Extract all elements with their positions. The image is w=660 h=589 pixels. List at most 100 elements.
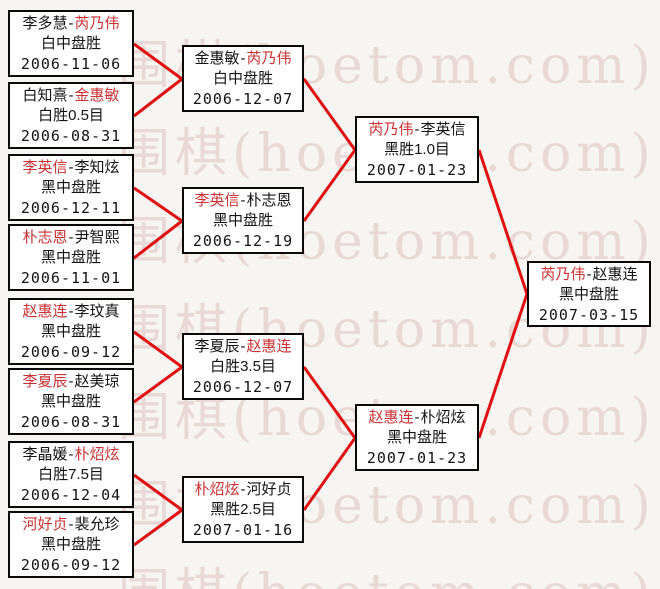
player-name: 李玟真	[74, 303, 120, 320]
match-result: 黑中盘胜	[40, 393, 101, 410]
match-date: 2006-08-31	[20, 413, 122, 431]
player-name: 金惠敏	[74, 87, 120, 104]
match-box: 赵惠连-朴炤炫 黑中盘胜 2007-01-23	[355, 404, 479, 471]
match-players: 李晶媛-朴炤炫	[10, 445, 132, 465]
player-name: 河好贞	[22, 516, 68, 533]
player-name: 朴炤炫	[420, 409, 466, 426]
name-separator: -	[68, 373, 74, 390]
match-players: 金惠敏-芮乃伟	[184, 49, 302, 69]
match-date: 2006-09-12	[20, 556, 122, 574]
player-name: 朴炤炫	[74, 446, 120, 463]
player-name: 赵惠连	[246, 338, 292, 355]
match-result: 黑中盘胜	[558, 286, 619, 303]
match-result: 黑中盘胜	[40, 536, 101, 553]
bracket-connector	[477, 149, 529, 295]
bracket-connector	[302, 149, 357, 222]
bracket-connector	[133, 473, 183, 512]
bracket-connector	[302, 366, 357, 439]
bracket-connector	[133, 42, 183, 81]
player-name: 朴志恩	[22, 229, 68, 246]
name-separator: -	[240, 192, 246, 209]
player-name: 朴炤炫	[194, 481, 240, 498]
match-players: 李夏辰-赵惠连	[184, 337, 302, 357]
player-name: 芮乃伟	[74, 15, 120, 32]
player-name: 李英信	[194, 192, 240, 209]
match-result: 黑中盘胜	[386, 429, 447, 446]
match-box: 朴志恩-尹智熙 黑中盘胜 2006-11-01	[8, 224, 134, 291]
match-date: 2006-12-07	[192, 90, 294, 108]
player-name: 赵惠连	[592, 266, 638, 283]
player-name: 李英信	[420, 121, 466, 138]
bracket-connector	[133, 365, 183, 404]
match-result: 白胜3.5目	[210, 358, 276, 375]
match-players: 芮乃伟-赵惠连	[529, 265, 649, 285]
player-name: 李英信	[22, 159, 68, 176]
match-date: 2007-01-16	[192, 521, 294, 539]
match-result: 黑中盘胜	[40, 179, 101, 196]
name-separator: -	[68, 516, 74, 533]
match-box: 河好贞-裴允珍 黑中盘胜 2006-09-12	[8, 511, 134, 578]
name-separator: -	[240, 50, 246, 67]
bracket-connector	[133, 186, 183, 223]
match-players: 河好贞-裴允珍	[10, 515, 132, 535]
match-players: 李夏辰-赵美琼	[10, 372, 132, 392]
player-name: 赵惠连	[368, 409, 414, 426]
match-result: 白胜7.5目	[38, 466, 104, 483]
player-name: 芮乃伟	[246, 50, 292, 67]
match-result: 黑中盘胜	[40, 323, 101, 340]
match-box: 芮乃伟-李英信 黑胜1.0目 2007-01-23	[355, 116, 479, 183]
bracket-connector	[477, 293, 529, 439]
match-players: 朴志恩-尹智熙	[10, 228, 132, 248]
match-box: 李多慧-芮乃伟 白中盘胜 2006-11-06	[8, 10, 134, 77]
player-name: 赵惠连	[22, 303, 68, 320]
match-result: 黑中盘胜	[212, 212, 273, 229]
player-name: 白知熹	[22, 87, 68, 104]
match-date: 2006-08-31	[20, 127, 122, 145]
player-name: 芮乃伟	[368, 121, 414, 138]
name-separator: -	[240, 338, 246, 355]
bracket-connector	[133, 508, 183, 547]
match-date: 2007-01-23	[366, 161, 468, 179]
match-date: 2006-09-12	[20, 343, 122, 361]
match-date: 2006-12-04	[20, 486, 122, 504]
match-result: 黑中盘胜	[40, 249, 101, 266]
match-players: 李英信-李知炫	[10, 158, 132, 178]
match-players: 芮乃伟-李英信	[357, 120, 477, 140]
bracket-connector	[302, 78, 357, 151]
player-name: 赵美琼	[74, 373, 120, 390]
player-name: 尹智熙	[74, 229, 120, 246]
match-result: 白胜0.5目	[38, 107, 104, 124]
match-box: 金惠敏-芮乃伟 白中盘胜 2006-12-07	[182, 45, 304, 112]
match-result: 白中盘胜	[212, 70, 273, 87]
match-date: 2006-11-01	[20, 269, 122, 287]
name-separator: -	[68, 446, 74, 463]
match-date: 2006-11-06	[20, 55, 122, 73]
bracket-connector	[133, 77, 183, 118]
player-name: 朴志恩	[246, 192, 292, 209]
match-box: 李夏辰-赵惠连 白胜3.5目 2006-12-07	[182, 333, 304, 400]
player-name: 金惠敏	[194, 50, 240, 67]
match-date: 2006-12-07	[192, 378, 294, 396]
name-separator: -	[240, 481, 246, 498]
match-players: 赵惠连-李玟真	[10, 302, 132, 322]
match-box: 李英信-朴志恩 黑中盘胜 2006-12-19	[182, 187, 304, 254]
match-players: 赵惠连-朴炤炫	[357, 408, 477, 428]
watermark-text: 围棋(hoetom.com)	[118, 568, 656, 589]
match-box: 白知熹-金惠敏 白胜0.5目 2006-08-31	[8, 82, 134, 149]
match-players: 朴炤炫-河好贞	[184, 480, 302, 500]
match-result: 白中盘胜	[40, 35, 101, 52]
match-box: 李英信-李知炫 黑中盘胜 2006-12-11	[8, 154, 134, 221]
name-separator: -	[68, 159, 74, 176]
match-box: 朴炤炫-河好贞 黑胜2.5目 2007-01-16	[182, 476, 304, 543]
match-box: 李晶媛-朴炤炫 白胜7.5目 2006-12-04	[8, 441, 134, 508]
match-box: 赵惠连-李玟真 黑中盘胜 2006-09-12	[8, 298, 134, 365]
player-name: 李晶媛	[22, 446, 68, 463]
name-separator: -	[586, 266, 592, 283]
match-players: 白知熹-金惠敏	[10, 86, 132, 106]
bracket-connector	[133, 219, 183, 260]
player-name: 李知炫	[74, 159, 120, 176]
player-name: 芮乃伟	[540, 266, 586, 283]
player-name: 河好贞	[246, 481, 292, 498]
